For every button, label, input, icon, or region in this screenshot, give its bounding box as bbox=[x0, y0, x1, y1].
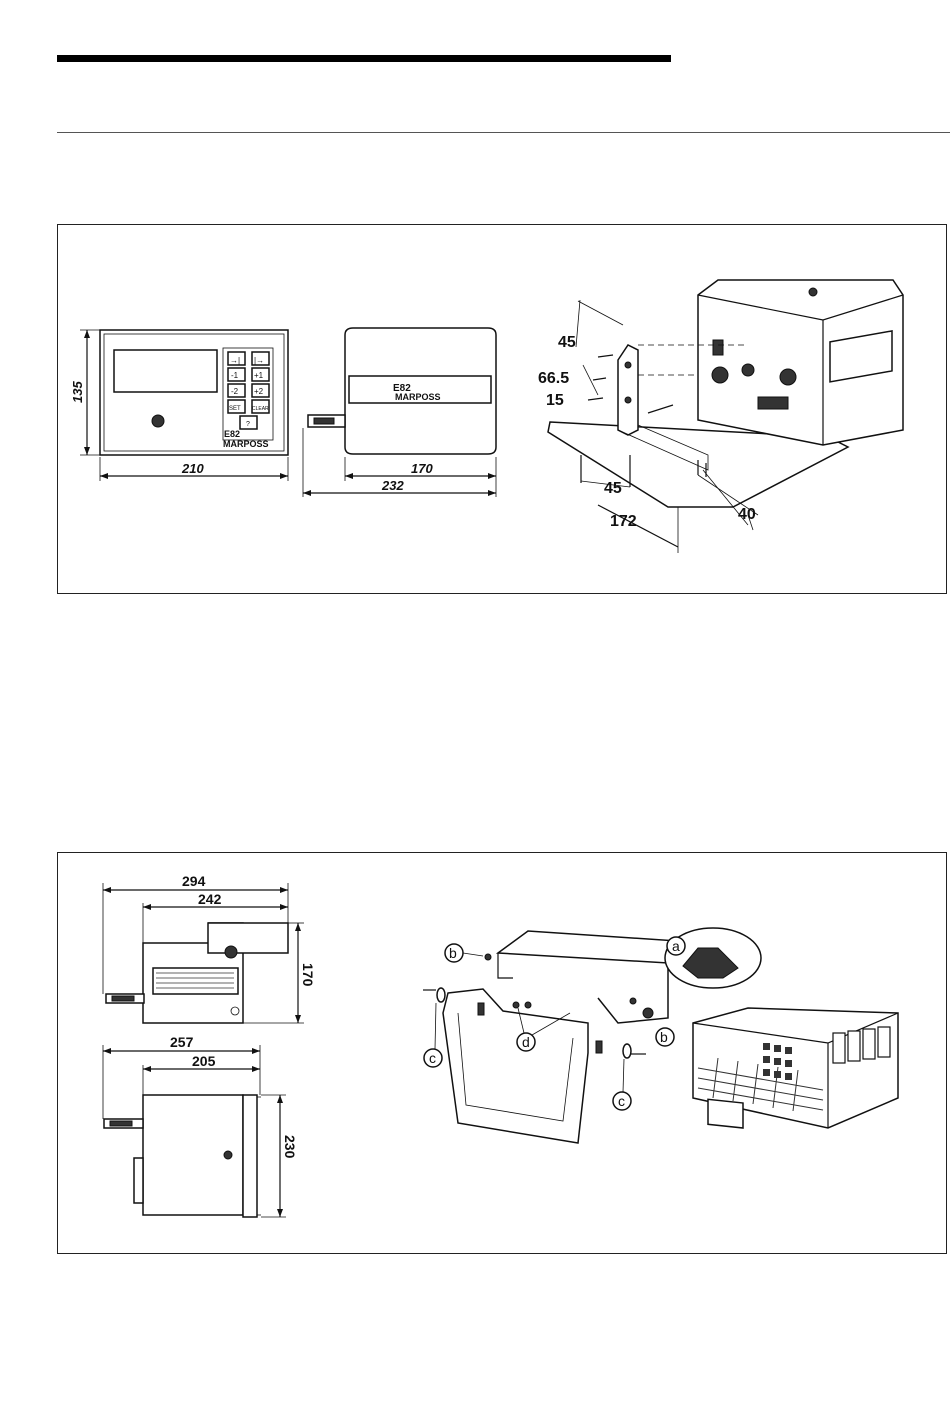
svg-text:|→: |→ bbox=[254, 356, 264, 365]
plan-view: 257 205 230 bbox=[103, 1034, 298, 1217]
svg-text:c: c bbox=[618, 1093, 625, 1109]
top-body-dim: 242 bbox=[198, 891, 222, 907]
svg-text:?: ? bbox=[246, 421, 250, 428]
front-view: →| |→ -1 +1 -2 +2 SET CLEAR ? E82 MARPOS… bbox=[70, 330, 288, 481]
side-depth-dim: 170 bbox=[411, 461, 433, 476]
front-brand-label: MARPOSS bbox=[223, 439, 269, 449]
header-rule-thin bbox=[57, 132, 950, 133]
front-model-label: E82 bbox=[224, 429, 240, 439]
iso-dim-40: 40 bbox=[738, 506, 756, 523]
callout-a: a bbox=[667, 937, 685, 955]
svg-text:CLEAR: CLEAR bbox=[252, 406, 269, 412]
callout-c-right: c bbox=[613, 1059, 631, 1110]
svg-text:+2: +2 bbox=[254, 387, 264, 396]
plan-overall-dim: 257 bbox=[170, 1034, 194, 1050]
iso-dim-172: 172 bbox=[610, 513, 637, 530]
front-height-dim: 135 bbox=[70, 381, 85, 403]
svg-text:→|: →| bbox=[230, 356, 240, 365]
iso-dim-15: 15 bbox=[546, 392, 564, 409]
figure-1-drawing: →| |→ -1 +1 -2 +2 SET CLEAR ? E82 MARPOS… bbox=[58, 225, 948, 595]
plan-body-dim: 205 bbox=[192, 1053, 216, 1069]
callout-b-left: b bbox=[445, 944, 483, 962]
svg-text:+1: +1 bbox=[254, 371, 264, 380]
top-view: 294 242 170 bbox=[103, 873, 316, 1023]
iso-dim-45-bottom: 45 bbox=[604, 480, 622, 497]
header-rule-thick bbox=[57, 55, 671, 62]
figure-2-drawing: 294 242 170 257 205 230 bbox=[58, 853, 948, 1255]
svg-text:a: a bbox=[672, 938, 680, 954]
svg-text:-1: -1 bbox=[231, 371, 239, 380]
figure-2-frame: 294 242 170 257 205 230 bbox=[57, 852, 947, 1254]
svg-text:SET: SET bbox=[229, 406, 241, 412]
front-display bbox=[114, 350, 217, 392]
front-connector bbox=[152, 415, 164, 427]
callout-c-left: c bbox=[424, 1003, 442, 1067]
iso-dim-66-5: 66.5 bbox=[538, 370, 569, 387]
side-view: E82 MARPOSS 170 232 bbox=[303, 328, 496, 497]
top-overall-dim: 294 bbox=[182, 873, 206, 889]
iso-dim-45-top: 45 bbox=[558, 334, 576, 351]
svg-text:b: b bbox=[449, 945, 457, 961]
iso-view: 45 66.5 15 45 172 40 bbox=[538, 280, 903, 553]
callout-b-right: b bbox=[656, 1028, 674, 1046]
svg-text:b: b bbox=[660, 1029, 668, 1045]
front-width-dim: 210 bbox=[181, 461, 204, 476]
svg-text:d: d bbox=[522, 1034, 530, 1050]
svg-text:c: c bbox=[429, 1050, 436, 1066]
side-brand-label: MARPOSS bbox=[395, 392, 441, 402]
svg-text:-2: -2 bbox=[231, 387, 239, 396]
side-overall-dim: 232 bbox=[381, 478, 404, 493]
assembly-view: a b b c c d bbox=[423, 928, 898, 1143]
figure-1-frame: →| |→ -1 +1 -2 +2 SET CLEAR ? E82 MARPOS… bbox=[57, 224, 947, 594]
top-height-dim: 170 bbox=[300, 963, 316, 987]
plan-depth-dim: 230 bbox=[282, 1135, 298, 1159]
